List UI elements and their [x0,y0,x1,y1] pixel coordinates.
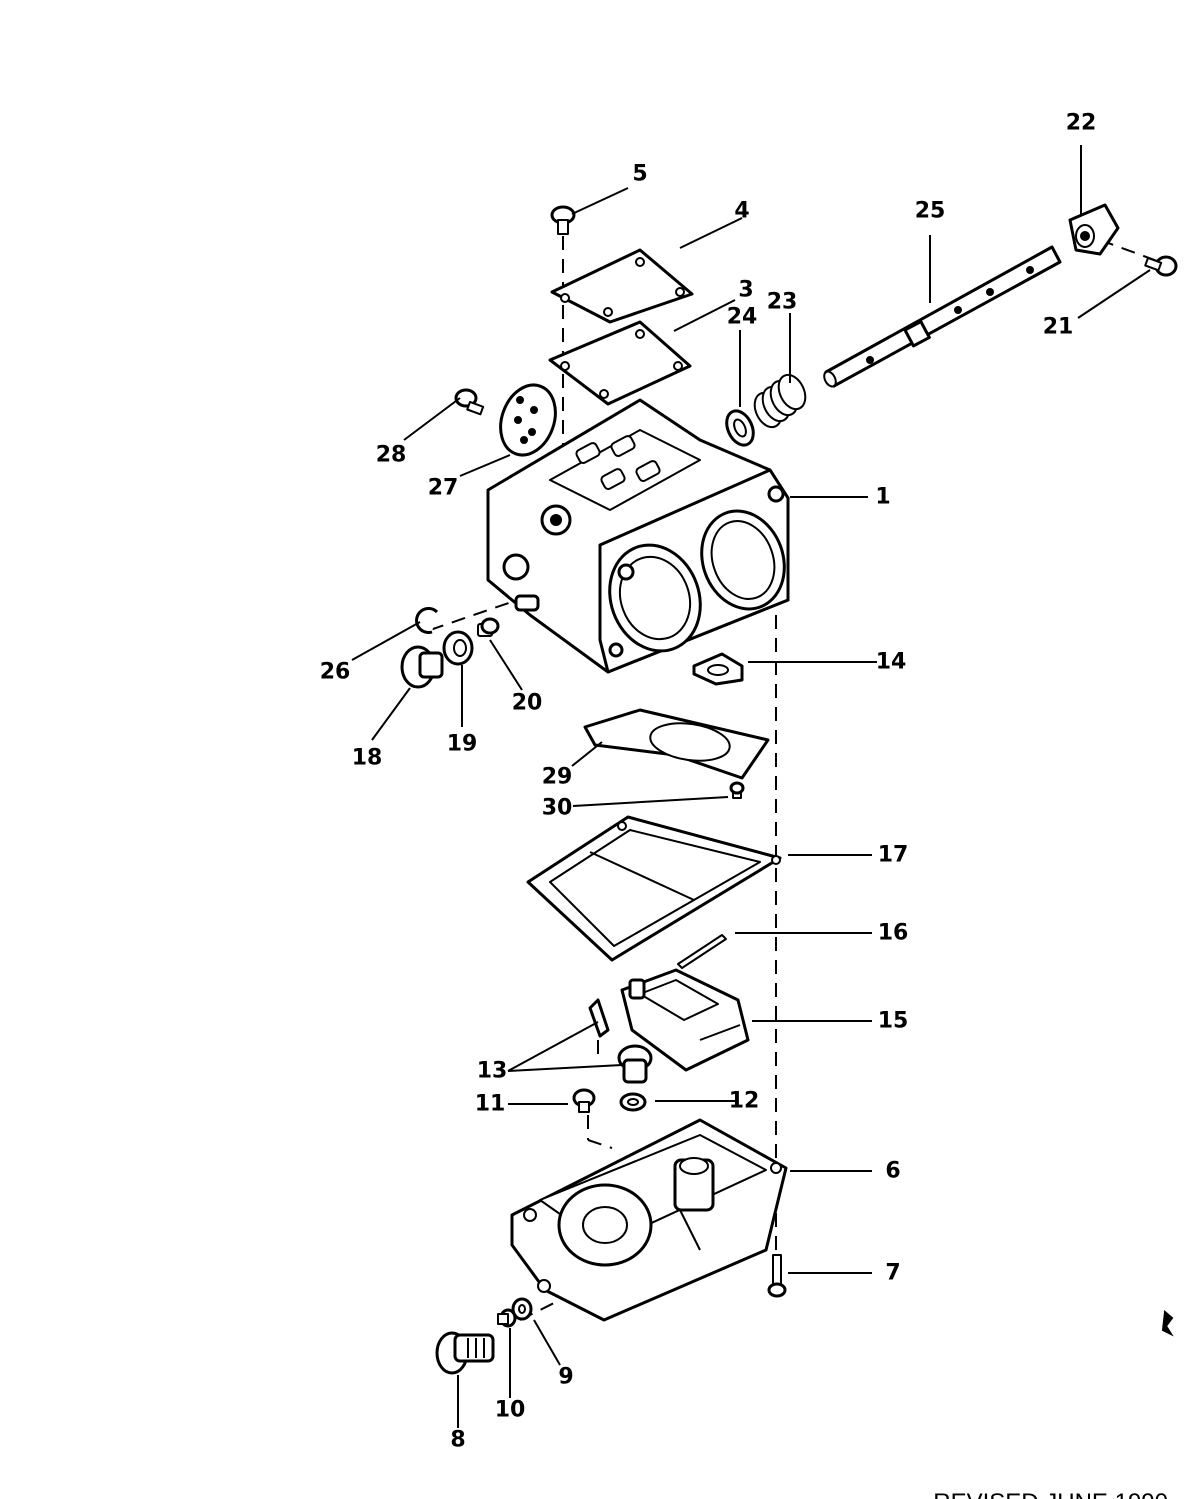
callout-13: 13 [477,1059,508,1084]
leader-lines [351,145,1151,1428]
callout-16: 16 [878,921,909,946]
callout-22: 22 [1066,111,1097,136]
callout-26: 26 [320,660,351,685]
callout-25: 25 [915,199,946,224]
callout-17: 17 [878,843,909,868]
callout-15: 15 [878,1009,909,1034]
callout-21: 21 [1043,315,1074,340]
callout-19: 19 [447,732,478,757]
part-30-screw [729,781,745,799]
part-11-screw [572,1088,596,1113]
callout-27: 27 [428,476,459,501]
callout-1: 1 [875,485,890,510]
part-7-screw [767,1254,787,1298]
callout-14: 14 [876,650,907,675]
callout-7: 7 [885,1261,900,1286]
part-16-pin [677,934,727,969]
part-9-washer [511,1297,533,1321]
part-3-gasket [548,320,692,406]
callout-4: 4 [734,199,749,224]
callout-30: 30 [542,796,573,821]
callout-11: 11 [475,1092,506,1117]
callout-8: 8 [450,1428,465,1453]
part-18-plug [400,645,444,689]
callout-20: 20 [512,691,543,716]
callout-3: 3 [738,278,753,303]
corner-mark [1161,1310,1174,1337]
callout-6: 6 [885,1159,900,1184]
callout-24: 24 [727,305,758,330]
callout-23: 23 [767,290,798,315]
part-22-lever [1068,203,1120,256]
part-15-float [620,968,750,1072]
callout-9: 9 [558,1365,573,1390]
part-5-screw [550,205,576,235]
part-17-gasket [526,815,782,962]
part-25-shaft [823,245,1062,388]
part-23-spring [753,373,807,429]
part-26-clip [415,607,439,634]
part-13-needle-seat [588,998,653,1084]
callout-10: 10 [495,1398,526,1423]
callout-5: 5 [632,162,647,187]
part-4-cover-plate [550,248,694,324]
part-10-screw [497,1308,517,1328]
part-6-float-bowl [510,1118,788,1322]
callout-labels: 1 3 4 5 6 7 8 9 10 11 12 13 14 15 16 17 … [320,111,1097,1453]
part-12-washer [619,1092,647,1112]
part-29-gasket-plate [583,708,770,780]
part-21-screw [1144,255,1178,277]
callout-18: 18 [352,746,383,771]
part-1-carburetor-body [486,398,790,674]
part-24-bushing [725,409,755,447]
part-19-washer [442,630,474,666]
callout-12: 12 [729,1089,760,1114]
part-20-screw [477,617,500,637]
revision-footer: REVISED JUNE 1990 [933,1489,1168,1499]
part-14-seal [692,652,744,686]
part-27-diaphragm [499,383,557,457]
callout-29: 29 [542,765,573,790]
callout-28: 28 [376,443,407,468]
part-8-drain-plug [435,1331,495,1375]
part-28-screw [454,388,485,416]
